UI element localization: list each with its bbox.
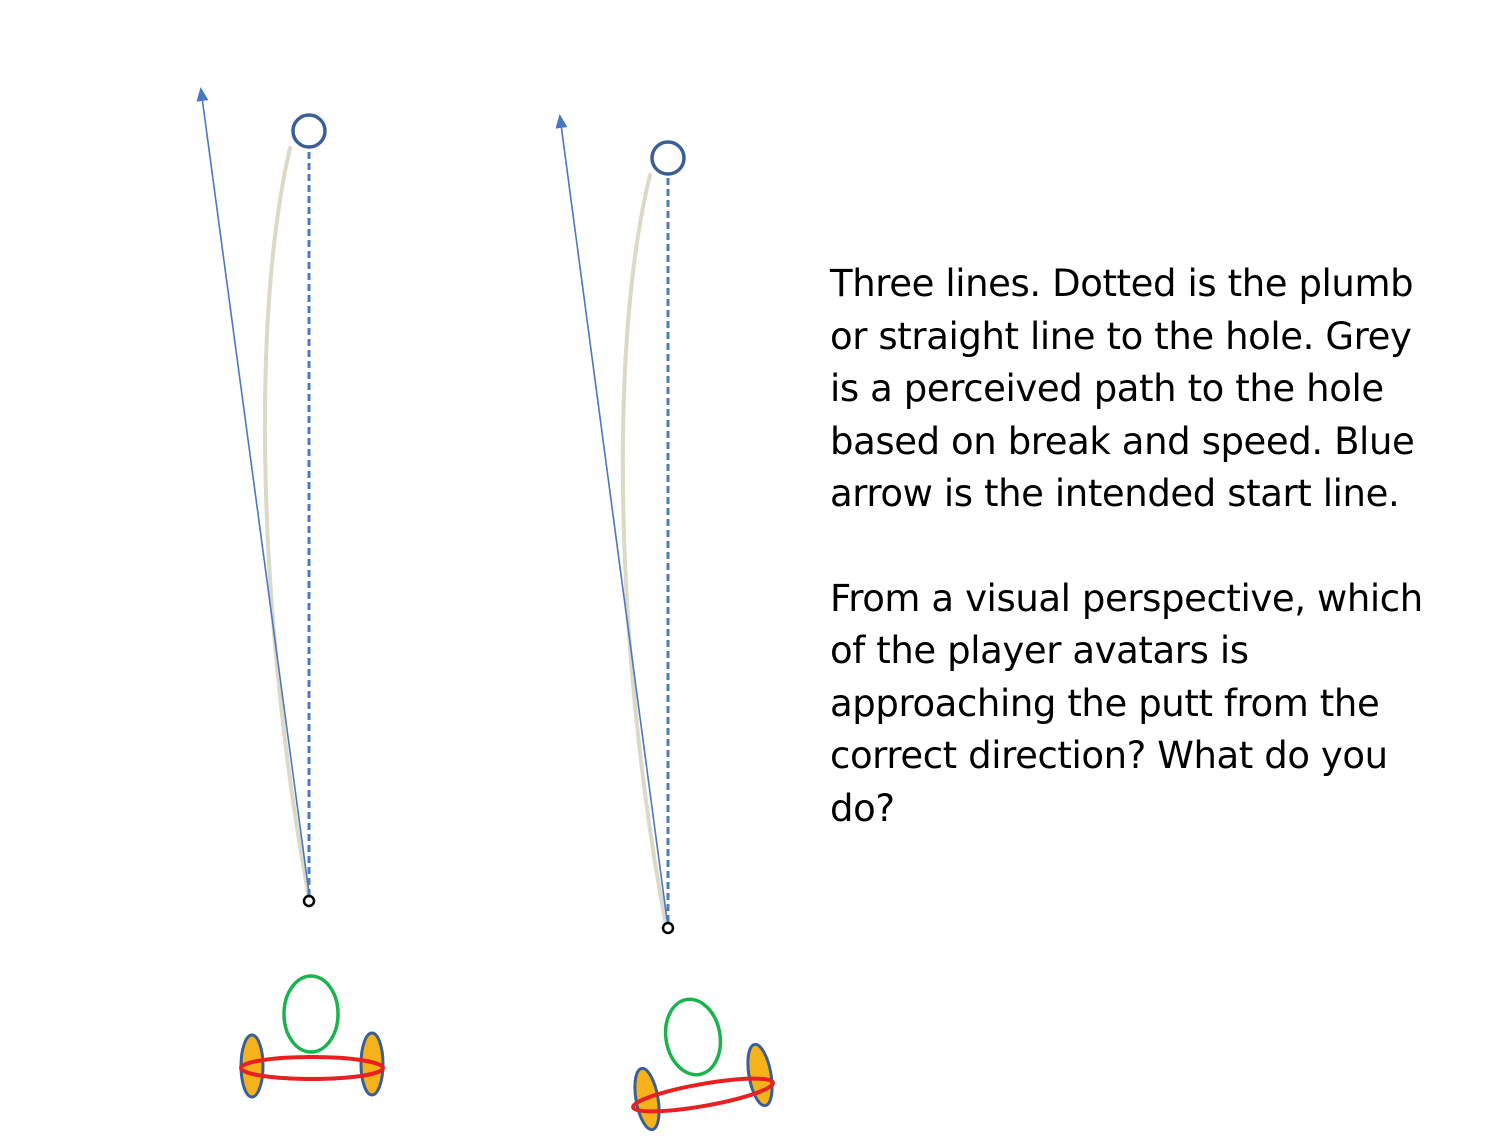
shoulders-left-avatar — [239, 1055, 385, 1081]
start-arrow-left — [196, 87, 310, 894]
perceived-path-line-right — [620, 173, 667, 922]
lines-description: Three lines. Dotted is the plumb or stra… — [830, 262, 1415, 515]
player-avatar-right — [631, 997, 775, 1132]
ball-right — [661, 921, 675, 935]
shoulders-right-avatar — [631, 1076, 775, 1114]
scenario-left — [196, 87, 385, 1099]
scenario-right — [555, 114, 775, 1132]
player-avatar-left — [239, 974, 385, 1099]
hole-left — [291, 113, 327, 149]
explanation-text: Three lines. Dotted is the plumb or stra… — [830, 258, 1430, 887]
perceived-path-line-left — [262, 146, 310, 895]
head-left-avatar — [282, 974, 340, 1054]
question-text: From a visual perspective, which of the … — [830, 576, 1423, 830]
head-right-avatar — [663, 997, 723, 1077]
hole-right — [650, 140, 686, 176]
start-arrow-right — [555, 114, 668, 921]
ball-left — [302, 894, 316, 908]
